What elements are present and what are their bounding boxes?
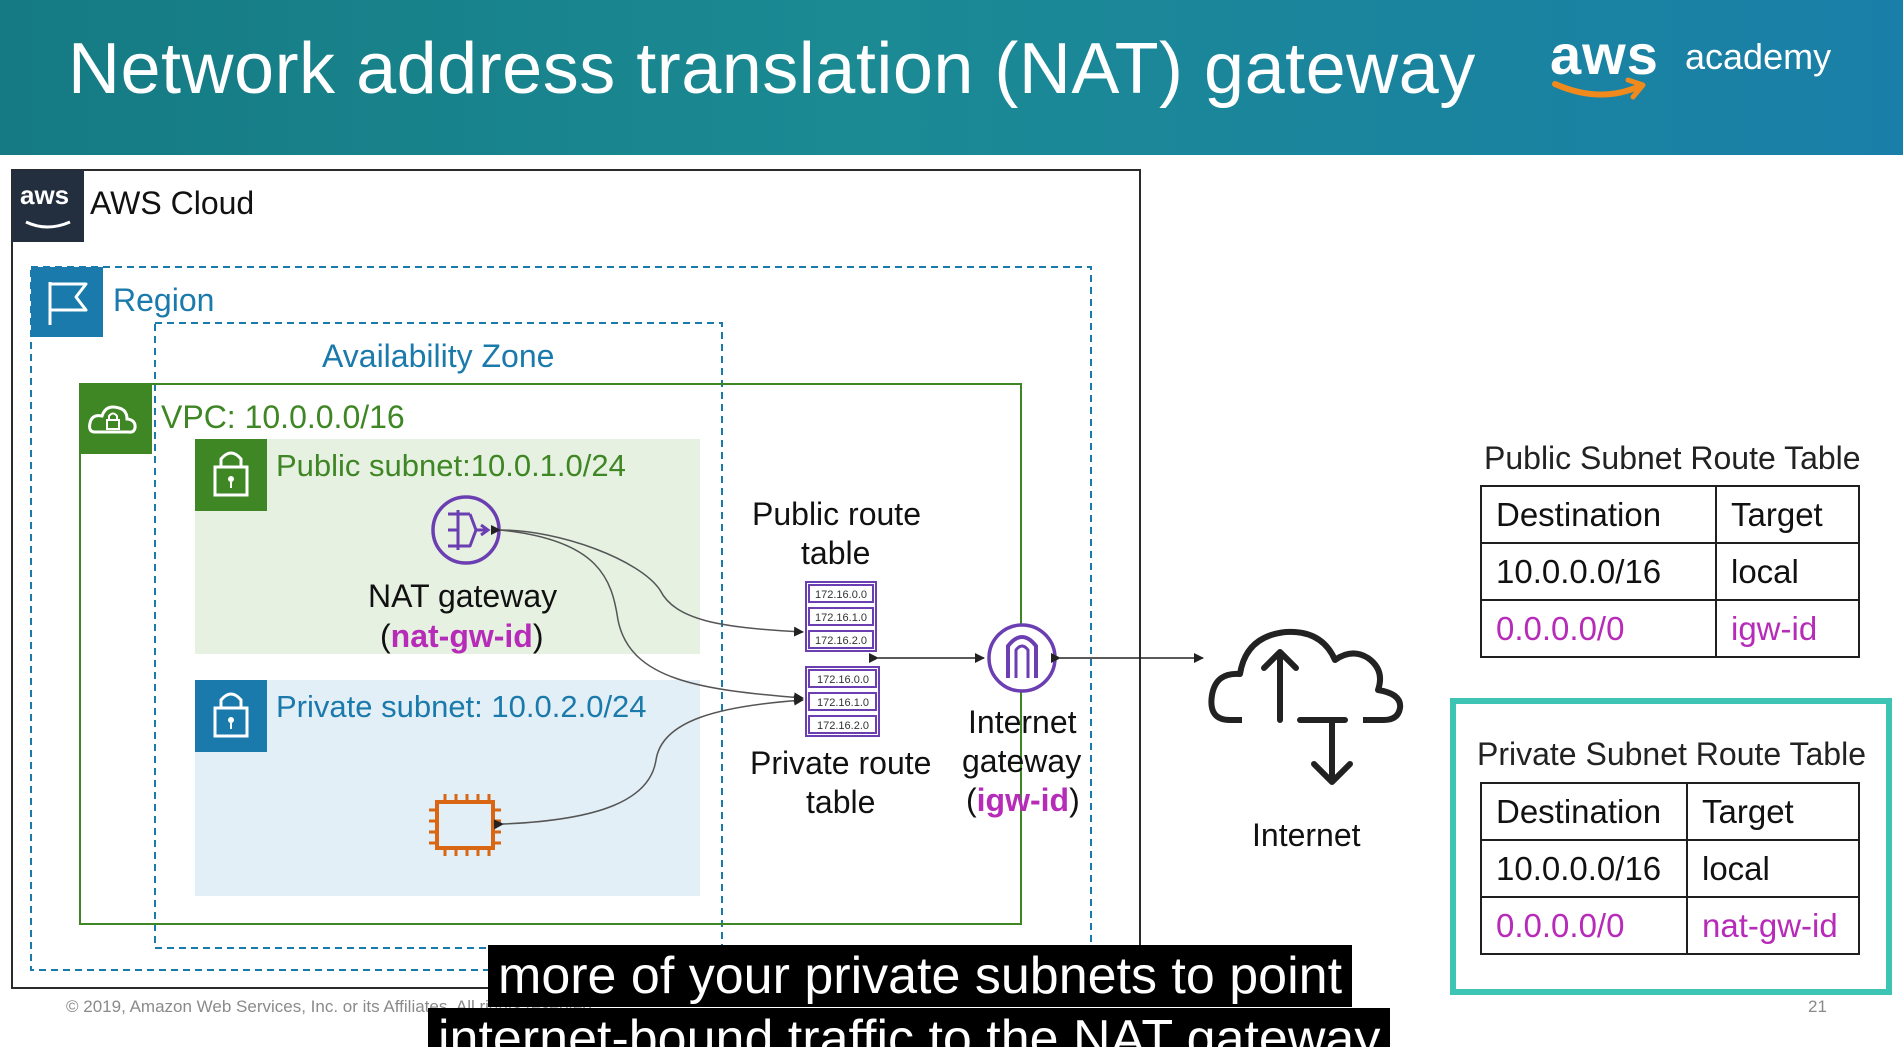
vpc-label: VPC: 10.0.0.0/16: [161, 399, 405, 435]
region-label: Region: [113, 282, 215, 318]
nat-gateway-label: NAT gateway: [368, 578, 558, 614]
table-row: 10.0.0.0/16 local: [1480, 542, 1860, 601]
route-table-icon: 172.16.0.0 172.16.1.0 172.16.2.0: [805, 581, 877, 652]
table-header-row: Destination Target: [1480, 782, 1860, 841]
vpc-cloud-lock-icon: [80, 384, 152, 454]
arrow-nat-to-public-rt: [490, 524, 804, 637]
table-cell: 10.0.0.0/16: [1480, 839, 1688, 898]
table-cell: 0.0.0.0/0: [1480, 599, 1717, 658]
route-entry: 172.16.2.0: [817, 720, 869, 732]
internet-cloud-icon: [1208, 628, 1404, 785]
table-cell: local: [1715, 542, 1860, 601]
table-cell: 10.0.0.0/16: [1480, 542, 1717, 601]
private-route-table-label-2: table: [806, 784, 876, 820]
arrow-nat-to-private-rt: [499, 529, 804, 703]
slide-title: Network address translation (NAT) gatewa…: [68, 29, 1476, 109]
table-row: 0.0.0.0/0 igw-id: [1480, 599, 1860, 658]
arrow-ec2-to-private-rt: [493, 695, 804, 830]
aws-logo-icon: [12, 170, 84, 242]
internet-gateway-label: Internet: [968, 704, 1077, 740]
route-entry: 172.16.2.0: [815, 635, 867, 647]
column-header: Destination: [1480, 782, 1688, 841]
column-header: Destination: [1480, 485, 1717, 544]
table-cell: local: [1686, 839, 1860, 898]
aws-logo-text: aws: [20, 180, 70, 210]
connection-arrows: [490, 524, 1204, 830]
region-flag-icon: [31, 267, 103, 337]
aws-cloud-label: AWS Cloud: [90, 185, 255, 221]
private-subnet-label: Private subnet: 10.0.2.0/24: [276, 689, 647, 724]
lock-icon: [195, 439, 267, 511]
nat-gateway-id: (nat-gw-id): [380, 618, 544, 654]
public-route-table-label: Public route: [752, 496, 921, 532]
academy-brand-text: academy: [1685, 36, 1832, 77]
column-header: Target: [1686, 782, 1860, 841]
internet-gateway-id-value: igw-id: [976, 782, 1070, 818]
internet-gateway-id: (igw-id): [966, 782, 1080, 818]
route-entry: 172.16.1.0: [817, 697, 869, 709]
route-entry: 172.16.1.0: [815, 612, 867, 624]
availability-zone-label: Availability Zone: [322, 338, 555, 374]
public-subnet-label: Public subnet:10.0.1.0/24: [276, 448, 626, 483]
subtitle-line-2: internet-bound traffic to the NAT gatewa…: [428, 1008, 1391, 1047]
table-header-row: Destination Target: [1480, 485, 1860, 544]
aws-brand-text: aws: [1550, 23, 1659, 86]
table-row: 10.0.0.0/16 local: [1480, 839, 1860, 898]
lock-icon: [195, 680, 267, 752]
private-route-table: Destination Target 10.0.0.0/16 local 0.0…: [1480, 782, 1860, 955]
internet-label: Internet: [1252, 817, 1361, 853]
table-cell: nat-gw-id: [1686, 896, 1860, 955]
public-route-table: Destination Target 10.0.0.0/16 local 0.0…: [1480, 485, 1860, 658]
route-table-icon: 172.16.0.0 172.16.1.0 172.16.2.0: [805, 666, 880, 737]
route-entry: 172.16.0.0: [815, 589, 867, 601]
internet-gateway-label-2: gateway: [962, 743, 1082, 779]
private-route-table-title: Private Subnet Route Table: [1477, 736, 1866, 772]
subtitle-line-1: more of your private subnets to point: [488, 945, 1353, 1007]
private-route-table-label: Private route: [750, 745, 932, 781]
table-cell: igw-id: [1715, 599, 1860, 658]
public-route-table-label-2: table: [801, 535, 871, 571]
route-entry: 172.16.0.0: [817, 674, 869, 686]
table-cell: 0.0.0.0/0: [1480, 896, 1688, 955]
aws-smile-icon: [1552, 77, 1646, 100]
private-route-table-highlight: [1450, 698, 1892, 995]
table-row: 0.0.0.0/0 nat-gw-id: [1480, 896, 1860, 955]
column-header: Target: [1715, 485, 1860, 544]
public-route-table-title: Public Subnet Route Table: [1484, 440, 1861, 476]
page-number: 21: [1808, 997, 1827, 1016]
internet-gateway-icon: [987, 623, 1057, 693]
header-bar: Network address translation (NAT) gatewa…: [0, 0, 1903, 155]
nat-gateway-id-value: nat-gw-id: [390, 618, 533, 654]
